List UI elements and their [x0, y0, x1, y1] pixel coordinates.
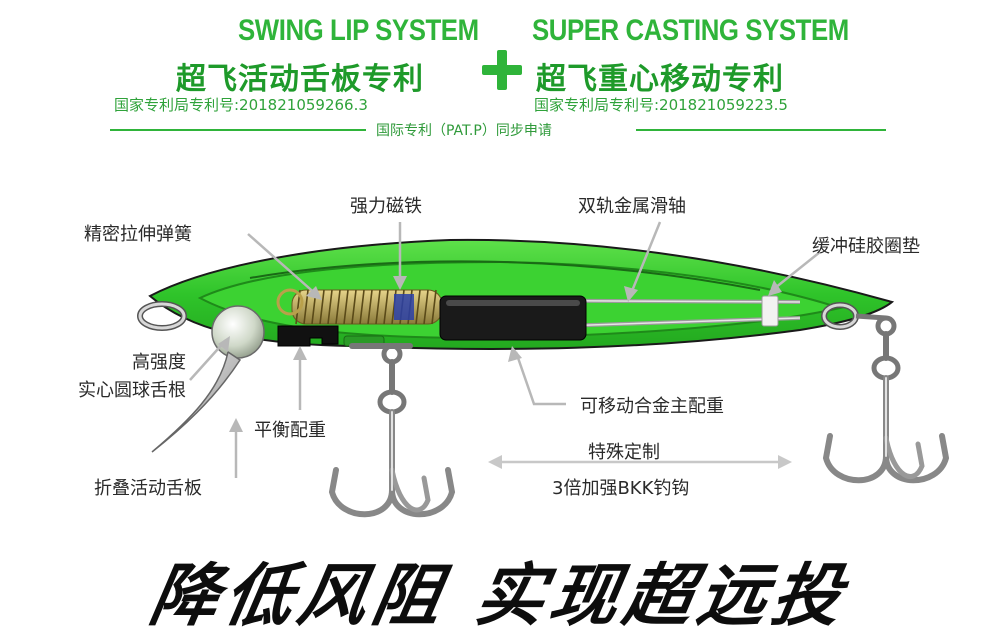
international-patent-note: 国际专利（PAT.P）同步申请: [376, 123, 552, 139]
silicone-cushion: [761, 295, 779, 327]
head-eye-ring: [137, 301, 187, 331]
tail-eye: [821, 302, 887, 330]
belly-hook: [328, 343, 456, 518]
label-spring: 精密拉伸弹簧: [84, 224, 192, 245]
label-special: 特殊定制: [588, 442, 660, 463]
label-ball-line2: 实心圆球舌根: [78, 380, 186, 401]
plus-icon: [480, 48, 524, 92]
swing-lip-patent-number: 国家专利局专利号:201821059266.3: [114, 96, 368, 114]
balance-weight: [277, 325, 339, 347]
label-balance-weight: 平衡配重: [254, 420, 326, 441]
swing-lip-title: SWING LIP SYSTEM: [238, 14, 479, 47]
solid-ball: [211, 305, 265, 359]
divider-left: [110, 129, 366, 131]
label-magnet: 强力磁铁: [350, 196, 422, 217]
label-cushion: 缓冲硅胶圈垫: [812, 236, 920, 257]
super-casting-title-zh: 超飞重心移动专利: [536, 62, 784, 97]
label-ball-line1: 高强度: [132, 352, 186, 373]
double-arrow: [488, 455, 792, 469]
divider-right: [636, 129, 886, 131]
tail-hook: [822, 315, 950, 484]
leader-lines: [189, 221, 821, 478]
label-rail: 双轨金属滑轴: [578, 196, 686, 217]
magnet: [394, 294, 414, 320]
movable-weight: [439, 295, 587, 341]
super-casting-patent-number: 国家专利局专利号:201821059223.5: [534, 96, 788, 114]
label-lip: 折叠活动舌板: [94, 478, 202, 499]
label-movable-weight: 可移动合金主配重: [580, 396, 724, 417]
label-hooks: 3倍加强BKK钓钩: [552, 478, 690, 499]
super-casting-title: SUPER CASTING SYSTEM: [532, 14, 849, 47]
slogan: 降低风阻 实现超远投: [143, 557, 854, 627]
swing-lip-title-zh: 超飞活动舌板专利: [176, 62, 424, 97]
folding-lip: [151, 350, 242, 453]
